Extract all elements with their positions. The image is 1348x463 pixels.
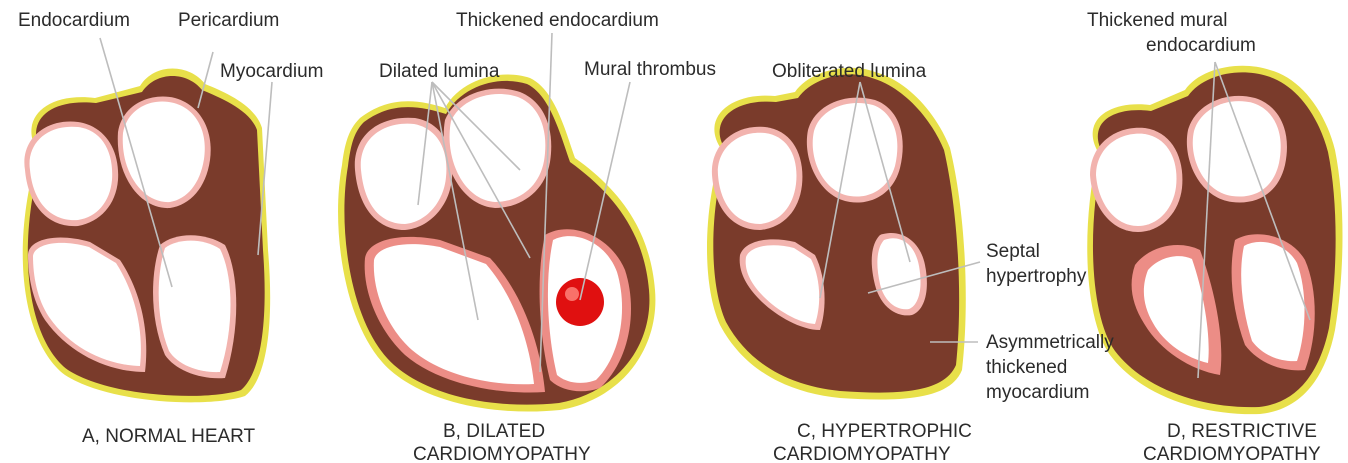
label-septal-line2: hypertrophy (986, 266, 1087, 287)
label-asym-line3: myocardium (986, 382, 1089, 403)
label-myocardium: Myocardium (220, 61, 323, 82)
caption-dilated-line2: CARDIOMYOPATHY (413, 444, 591, 463)
panel-normal-heart (23, 69, 270, 403)
label-mural-thrombus: Mural thrombus (584, 59, 716, 80)
caption-restrictive-line2: CARDIOMYOPATHY (1143, 444, 1321, 463)
label-thickened-endocardium: Thickened endocardium (456, 10, 659, 31)
label-thickened-mural-line1: Thickened mural (1087, 10, 1227, 31)
label-obliterated-lumina: Obliterated lumina (772, 61, 927, 82)
label-dilated-lumina: Dilated lumina (379, 61, 500, 82)
caption-hypertrophic-line1: C, HYPERTROPHIC (797, 421, 972, 442)
label-asym-line2: thickened (986, 357, 1067, 378)
caption-restrictive-line1: D, RESTRICTIVE (1167, 421, 1317, 442)
mural-thrombus-mark (556, 278, 604, 326)
caption-normal-heart: A, NORMAL HEART (82, 426, 256, 447)
caption-dilated-line1: B, DILATED (443, 421, 545, 442)
label-endocardium: Endocardium (18, 10, 130, 31)
label-asym-line1: Asymmetrically (986, 332, 1114, 353)
panel-restrictive (1087, 66, 1342, 414)
panel-dilated (338, 75, 655, 412)
label-thickened-mural-line2: endocardium (1146, 35, 1256, 56)
panel-hypertrophic (707, 68, 966, 400)
label-septal-line1: Septal (986, 241, 1040, 262)
caption-hypertrophic-line2: CARDIOMYOPATHY (773, 444, 951, 463)
label-pericardium: Pericardium (178, 10, 279, 31)
